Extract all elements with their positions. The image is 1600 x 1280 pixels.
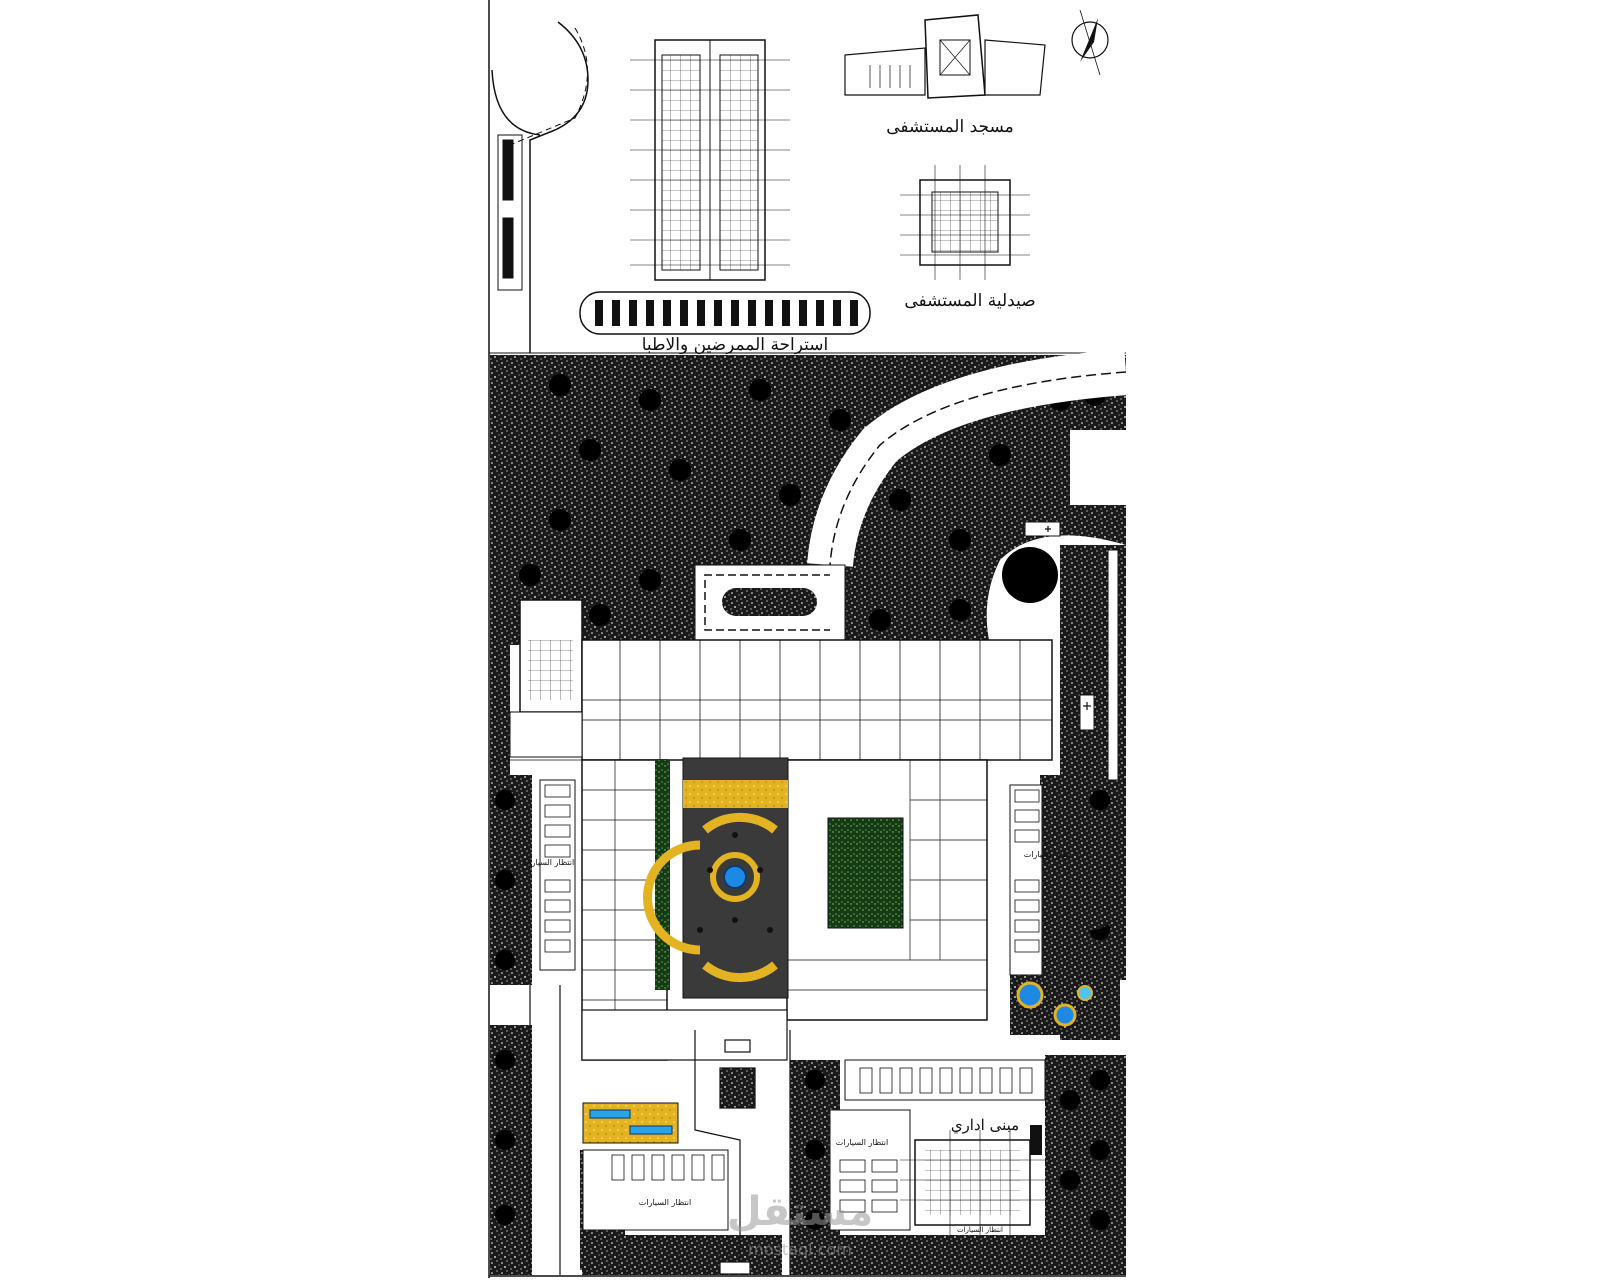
ambulance-icon	[1079, 694, 1095, 731]
parking-bottom-right: انتظار السيارات	[829, 1059, 1046, 1231]
admin-building: مبنى اداري انتظار السيارات	[900, 1116, 1045, 1235]
parking-bottom-right-label: انتظار السيارات	[836, 1138, 889, 1147]
pool-terrace	[582, 1102, 679, 1144]
parking-right-label: انتظار السيارات	[1024, 850, 1077, 859]
parking-left: انتظار السيارات	[522, 779, 576, 971]
mosque-label: مسجد المستشفى	[886, 117, 1014, 137]
parking-bottom-label: انتظار السيارات	[639, 1198, 692, 1207]
watermark-logo-text: مستقل	[727, 1189, 873, 1235]
access-road-north	[491, 21, 589, 353]
north-arrow-icon	[1071, 9, 1109, 76]
ambulance-icon	[1024, 521, 1061, 537]
watermark-url: mostaql.com	[748, 1240, 852, 1259]
pharmacy-building: صيدلية المستشفى	[900, 165, 1036, 311]
parking-right: انتظار السيارات	[1009, 784, 1115, 976]
site-frame	[488, 0, 1126, 1278]
bottom-road	[529, 985, 791, 1275]
parking-bottom: انتظار السيارات	[582, 1149, 729, 1231]
admin-label: مبنى اداري	[951, 1116, 1019, 1134]
entry-drive	[694, 349, 1128, 648]
housing-building: استراحة الممرضين والاطبا	[579, 39, 871, 355]
mosque-building: مسجد المستشفى	[844, 14, 1046, 137]
pond-garden	[1010, 975, 1115, 1035]
housing-label: استراحة الممرضين والاطبا	[642, 335, 829, 355]
watermark-logo: مستقل mostaql.com	[727, 1189, 873, 1259]
central-courtyard	[643, 757, 789, 999]
pharmacy-label: صيدلية المستشفى	[904, 291, 1035, 311]
parking-admin-label: انتظار السيارات	[957, 1226, 1003, 1234]
parking-left-label: انتظار السيارات	[522, 858, 575, 867]
landscape	[490, 355, 1126, 1275]
